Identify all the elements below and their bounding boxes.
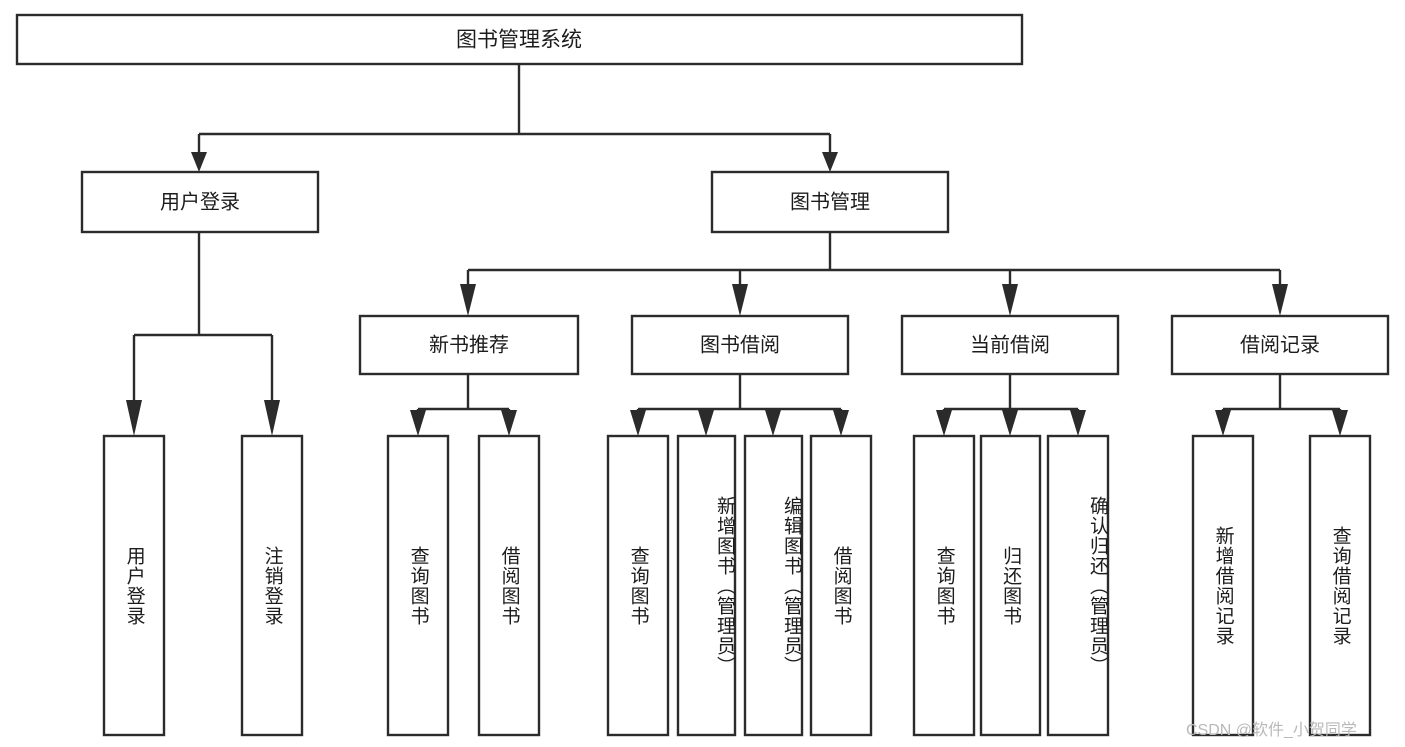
node-leaf-user-login[interactable] [102,434,166,737]
arrowhead-leaf-return-book [1002,410,1018,436]
arrowhead-leaf-borrow-book-1 [501,410,517,436]
node-leaf-query-book-2[interactable] [606,434,670,737]
node-current-borrow-label: 当前借阅 [970,333,1050,356]
arrowhead-user-login [191,152,207,172]
node-new-book-recommend-label: 新书推荐 [429,333,509,356]
node-book-manage[interactable]: 图书管理 [710,170,950,234]
node-root[interactable]: 图书管理系统 [15,13,1024,66]
arrowhead-borrow-record [1272,284,1288,316]
csdn-watermark: CSDN @软件_小贺同学 [1186,722,1357,739]
node-leaf-logout-login[interactable] [240,434,304,737]
node-leaf-edit-book[interactable] [743,434,804,737]
node-leaf-confirm-return[interactable] [1046,434,1110,737]
arrowhead-leaf-user-login [126,400,142,436]
node-borrow-record-label: 借阅记录 [1240,333,1320,356]
arrowhead-leaf-query-book-2 [630,410,646,436]
arrowhead-book-manage [822,152,838,172]
node-leaf-query-book-1[interactable] [386,434,450,737]
arrowhead-leaf-logout-login [264,400,280,436]
node-borrow-record[interactable]: 借阅记录 [1170,314,1390,376]
arrowhead-leaf-confirm-return [1070,410,1086,436]
node-root-label: 图书管理系统 [456,29,582,52]
node-leaf-borrow-book-2[interactable] [809,434,873,737]
node-user-login-label: 用户登录 [160,190,240,213]
node-book-borrow[interactable]: 图书借阅 [630,314,850,376]
arrowhead-leaf-edit-book [765,410,781,436]
arrowhead-leaf-query-record [1332,410,1348,436]
node-book-borrow-label: 图书借阅 [700,333,780,356]
node-current-borrow[interactable]: 当前借阅 [900,314,1120,376]
arrowhead-book-borrow [732,284,748,316]
arrowhead-current-borrow [1002,284,1018,316]
arrowhead-leaf-query-book-1 [410,410,426,436]
node-new-book-recommend[interactable]: 新书推荐 [358,314,580,376]
arrowhead-new-book-recommend [460,284,476,316]
node-leaf-borrow-book-1[interactable] [477,434,541,737]
node-leaf-add-book[interactable] [676,434,737,737]
arrowhead-leaf-add-book [698,410,714,436]
connector-layer [126,64,1348,436]
arrowhead-leaf-borrow-book-2 [833,410,849,436]
node-leaf-add-record[interactable] [1191,434,1255,737]
arrowhead-leaf-add-record [1215,410,1231,436]
node-user-login[interactable]: 用户登录 [80,170,320,234]
arrowhead-leaf-query-book-3 [936,410,952,436]
node-book-manage-label: 图书管理 [790,190,870,213]
node-leaf-return-book[interactable] [979,434,1042,737]
node-leaf-query-record[interactable] [1308,434,1372,737]
node-leaf-query-book-3[interactable] [912,434,976,737]
leaf-box-layer [102,434,1372,737]
